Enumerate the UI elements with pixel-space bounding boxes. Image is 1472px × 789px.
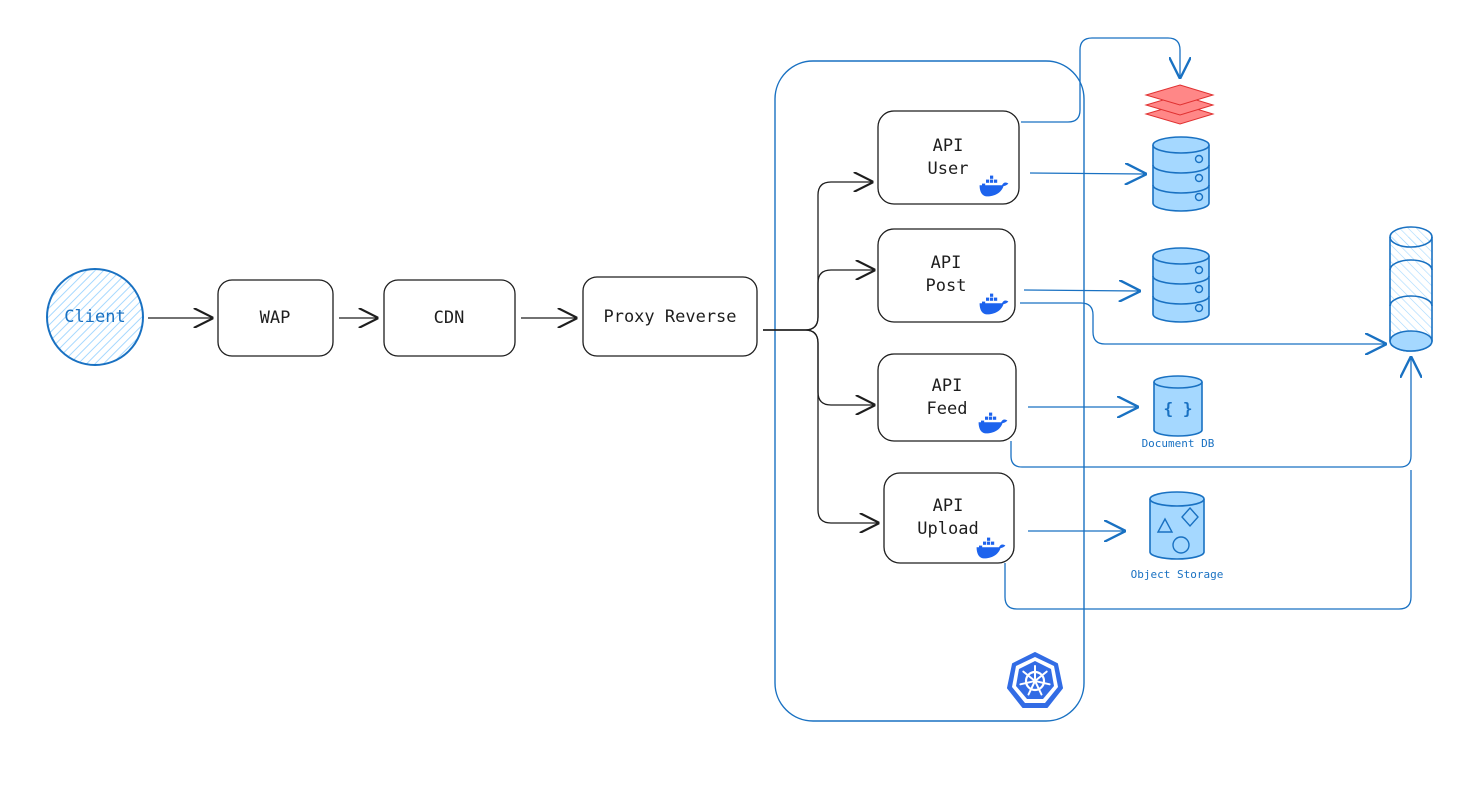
api-feed-node[interactable]: API Feed (877, 353, 1017, 442)
document-db-symbol: { } (1164, 399, 1193, 418)
api-upload-node[interactable]: API Upload (883, 472, 1015, 564)
api-upload-label-line1: API (933, 496, 964, 516)
api-upload-label-line2: Upload (917, 519, 978, 539)
object-storage-label: Object Storage (1131, 568, 1224, 581)
arrow-upload-queue (1004, 470, 1412, 610)
proxy-reverse-node[interactable]: Proxy Reverse (582, 276, 758, 357)
document-db: { } Document DB (1142, 375, 1215, 450)
api-post-node[interactable]: API Post (877, 228, 1016, 323)
api-user-node[interactable]: API User (877, 110, 1020, 205)
arrow-feed-queue (1010, 358, 1411, 468)
api-user-label-line2: User (928, 159, 969, 179)
client-label: Client (64, 307, 125, 327)
arrow-proxy-upload (763, 329, 878, 523)
cdn-label: CDN (434, 308, 465, 328)
document-db-label: Document DB (1142, 437, 1215, 450)
kubernetes-helm-icon (1007, 652, 1063, 708)
stacked-layers-icon (1144, 84, 1215, 125)
arrow-post-queue (1020, 302, 1385, 344)
arrow-user-db (1029, 173, 1145, 174)
database-cylinder-icon (1152, 247, 1210, 323)
database-cylinder-icon (1152, 136, 1210, 212)
api-feed-label-line1: API (932, 376, 963, 396)
arrow-user-cache (1021, 37, 1180, 123)
api-user-label-line1: API (933, 136, 964, 156)
arrow-post-db (1023, 290, 1139, 291)
api-post-label-line1: API (931, 253, 962, 273)
message-queue-icon (1389, 226, 1433, 352)
api-post-label-line2: Post (926, 276, 967, 296)
cdn-node[interactable]: CDN (383, 279, 516, 357)
wap-label: WAP (260, 308, 291, 328)
kubernetes-cluster-boundary (774, 60, 1085, 722)
client-node[interactable]: Client (46, 268, 144, 366)
object-storage: Object Storage (1131, 491, 1224, 581)
proxy-reverse-label: Proxy Reverse (603, 307, 736, 327)
wap-node[interactable]: WAP (217, 279, 334, 357)
arrow-proxy-post (763, 270, 874, 331)
api-feed-label-line2: Feed (927, 399, 968, 419)
